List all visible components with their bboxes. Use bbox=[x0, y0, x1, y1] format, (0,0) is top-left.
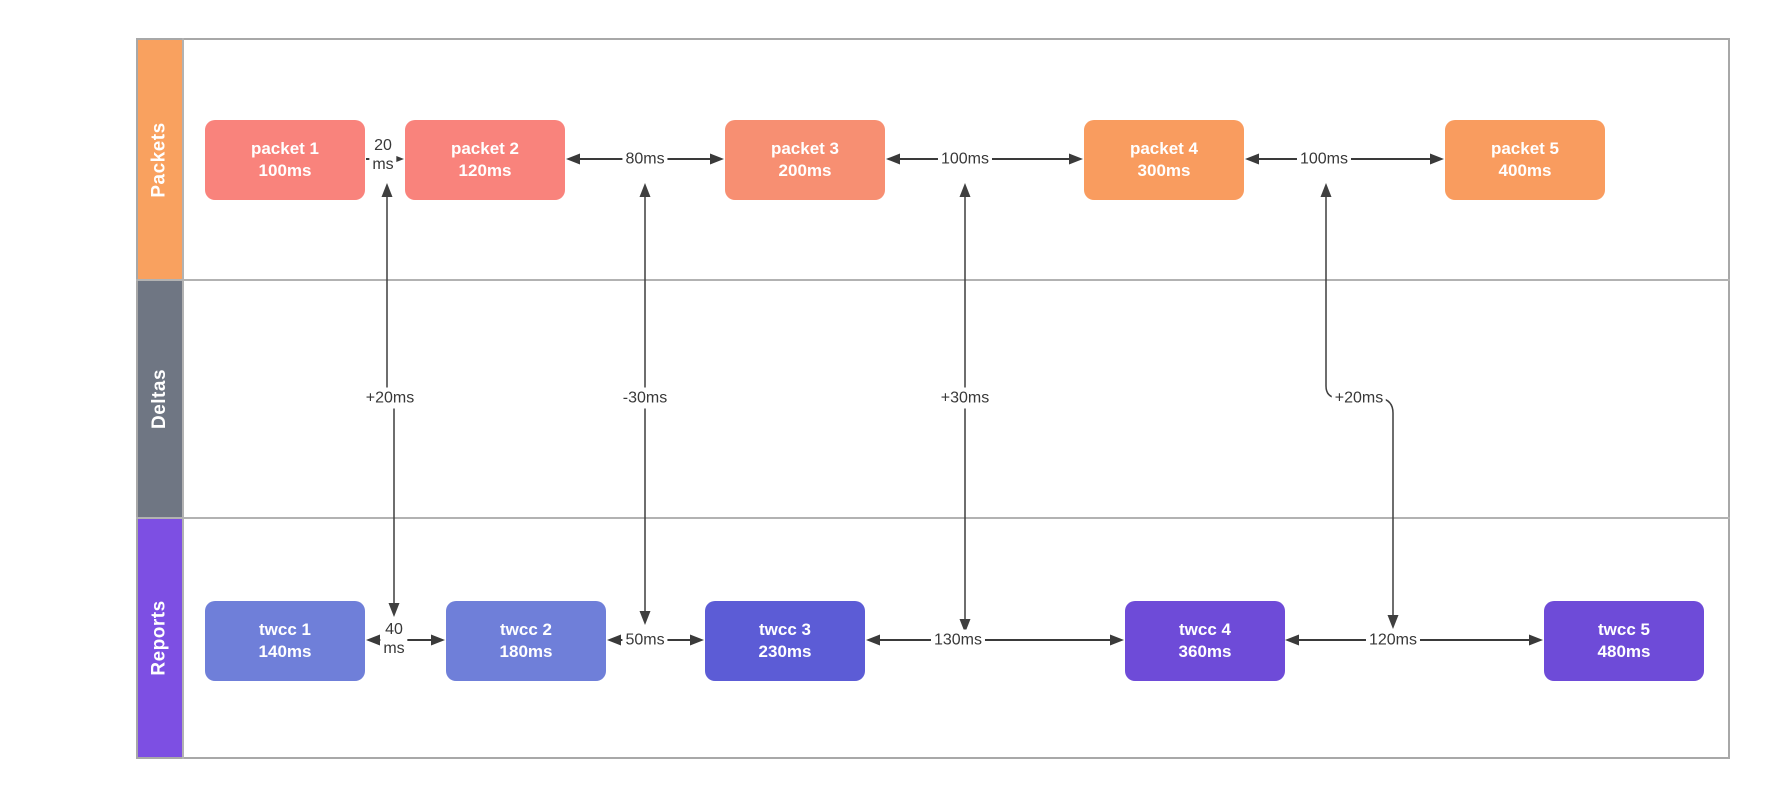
packet-node-3-time: 200ms bbox=[778, 161, 832, 180]
lane-header-reports: Reports bbox=[138, 519, 182, 757]
packet-gap-label-3: 100ms bbox=[937, 148, 993, 170]
lane-header-deltas: Deltas bbox=[138, 281, 182, 517]
twcc-node-1: twcc 1 140ms bbox=[205, 601, 365, 681]
packet-node-1-time: 100ms bbox=[258, 161, 312, 180]
packet-gap-label-4: 100ms bbox=[1296, 148, 1352, 170]
packet-node-5-time: 400ms bbox=[1498, 161, 1552, 180]
delta-label-1: +20ms bbox=[362, 387, 418, 409]
report-gap-label-2: 50ms bbox=[622, 629, 668, 651]
twcc-node-2-name: twcc 2 bbox=[500, 620, 552, 639]
packet-node-2: packet 2 120ms bbox=[405, 120, 565, 200]
report-gap-label-4: 120ms bbox=[1365, 629, 1421, 651]
packet-node-3-name: packet 3 bbox=[770, 139, 840, 158]
packet-node-3: packet 3 200ms bbox=[725, 120, 885, 200]
twcc-node-2: twcc 2 180ms bbox=[446, 601, 606, 681]
packet-node-4: packet 4 300ms bbox=[1084, 120, 1244, 200]
twcc-node-3: twcc 3 230ms bbox=[705, 601, 865, 681]
lane-header-divider bbox=[182, 38, 184, 759]
twcc-node-2-time: 180ms bbox=[499, 642, 553, 661]
packet-node-5: packet 5 400ms bbox=[1445, 120, 1605, 200]
twcc-node-3-time: 230ms bbox=[758, 642, 812, 661]
twcc-node-3-name: twcc 3 bbox=[759, 620, 811, 639]
packet-node-1-name: packet 1 bbox=[250, 139, 320, 158]
packet-node-5-name: packet 5 bbox=[1490, 139, 1560, 158]
packet-node-2-name: packet 2 bbox=[450, 139, 520, 158]
delta-label-3: +30ms bbox=[937, 387, 993, 409]
packet-node-4-time: 300ms bbox=[1137, 161, 1191, 180]
twcc-node-5: twcc 5 480ms bbox=[1544, 601, 1704, 681]
packet-node-1: packet 1 100ms bbox=[205, 120, 365, 200]
lane-divider-deltas-reports bbox=[136, 517, 1730, 519]
delta-label-2: -30ms bbox=[619, 387, 671, 409]
delta-label-4: +20ms bbox=[1331, 387, 1387, 409]
twcc-node-4-name: twcc 4 bbox=[1179, 620, 1231, 639]
twcc-node-5-name: twcc 5 bbox=[1598, 620, 1650, 639]
packet-node-2-time: 120ms bbox=[458, 161, 512, 180]
packet-gap-label-1: 20 ms bbox=[369, 135, 397, 175]
delta-arrow-2 bbox=[639, 183, 651, 625]
delta-arrow-1 bbox=[381, 183, 400, 617]
twcc-node-4: twcc 4 360ms bbox=[1125, 601, 1285, 681]
delta-arrow-3 bbox=[959, 183, 971, 633]
twcc-node-1-name: twcc 1 bbox=[259, 620, 311, 639]
packet-gap-label-2: 80ms bbox=[622, 148, 668, 170]
twcc-node-5-time: 480ms bbox=[1597, 642, 1651, 661]
report-gap-arrow-3 bbox=[866, 634, 1124, 646]
twcc-node-1-time: 140ms bbox=[258, 642, 312, 661]
twcc-node-4-time: 360ms bbox=[1178, 642, 1232, 661]
packet-node-4-name: packet 4 bbox=[1129, 139, 1199, 158]
lane-divider-packets-deltas bbox=[136, 279, 1730, 281]
lane-header-packets: Packets bbox=[138, 40, 182, 279]
report-gap-label-3: 130ms bbox=[930, 629, 986, 651]
report-gap-label-1: 40 ms bbox=[380, 619, 408, 659]
